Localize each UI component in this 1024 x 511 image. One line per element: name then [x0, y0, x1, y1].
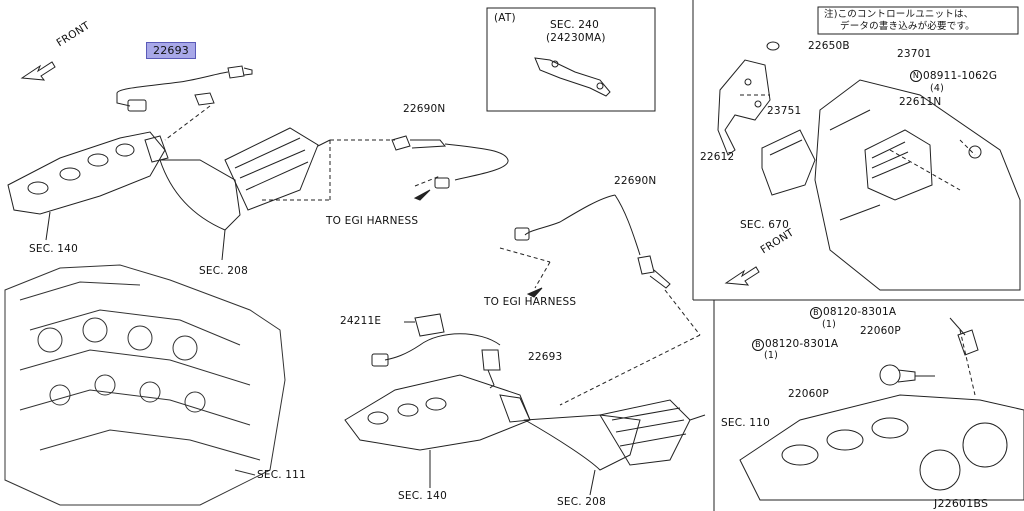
at-label: (AT) — [494, 12, 516, 24]
at-box — [486, 7, 656, 112]
bracket-22612 — [717, 59, 771, 156]
body-panel-sec670 — [814, 79, 1021, 291]
part-label-24230ma[interactable]: (24230MA) — [546, 32, 606, 44]
part-label-22612[interactable]: 22612 — [700, 151, 735, 163]
sensor-22690n-middle — [391, 135, 509, 189]
sec-111-label[interactable]: SEC. 111 — [257, 469, 306, 481]
part-label-22690n-middle[interactable]: 22690N — [403, 103, 446, 115]
ecm-23751 — [761, 129, 816, 196]
part-label-08120-8301a-upper[interactable]: 08120-8301A — [823, 306, 897, 318]
bolt-symbol-icon-a: B — [810, 307, 822, 319]
part-qty-08911: (4) — [930, 83, 945, 94]
front-arrow-left-icon — [20, 61, 56, 81]
diagram-id-label: J22601BS — [934, 497, 989, 510]
exhaust-manifold-top — [7, 127, 331, 261]
nut-08911 — [968, 145, 982, 159]
exhaust-manifold-bottom — [344, 374, 706, 496]
bracket-24211e — [404, 313, 445, 337]
sec-110-label[interactable]: SEC. 110 — [721, 417, 770, 429]
part-label-23701[interactable]: 23701 — [897, 48, 932, 60]
arrow-to-egi-1-icon — [413, 189, 431, 201]
sensor-22060p-upper — [949, 317, 979, 356]
arrow-to-egi-2-icon — [526, 287, 543, 298]
nut-symbol-icon: N — [910, 70, 922, 82]
part-label-22611n[interactable]: 22611N — [899, 96, 942, 108]
sec-670-label[interactable]: SEC. 670 — [740, 219, 789, 231]
sec-240-label[interactable]: SEC. 240 — [550, 19, 599, 31]
bolt-symbol-icon-b: B — [752, 339, 764, 351]
part-label-08911-1062g[interactable]: 08911-1062G — [923, 70, 998, 82]
part-label-22060p-lower[interactable]: 22060P — [788, 388, 829, 400]
cylinder-block-sec110 — [739, 394, 1024, 501]
part-label-22060p-upper[interactable]: 22060P — [860, 325, 901, 337]
sensor-22690n-right — [514, 194, 671, 289]
part-qty-08120-upper: (1) — [822, 319, 837, 330]
to-egi-harness-label-1: TO EGI HARNESS — [326, 215, 419, 227]
bracket-24230ma — [534, 57, 611, 97]
leader-lines — [262, 94, 976, 406]
sec-140-label-top[interactable]: SEC. 140 — [29, 243, 78, 255]
front-arrow-right-icon — [724, 266, 760, 286]
part-label-22693-bottom[interactable]: 22693 — [528, 351, 563, 363]
sensor-22693-top — [116, 65, 253, 112]
part-qty-08120-lower: (1) — [764, 350, 779, 361]
to-egi-harness-label-2: TO EGI HARNESS — [484, 296, 577, 308]
part-label-08120-8301a-lower[interactable]: 08120-8301A — [765, 338, 839, 350]
jp-note-box — [817, 6, 1019, 35]
part-label-22650b[interactable]: 22650B — [808, 40, 850, 52]
part-label-23751[interactable]: 23751 — [767, 105, 802, 117]
sensor-22060p-lower — [879, 364, 935, 386]
jp-note-line-1: 注)このコントロールユニットは、 — [824, 9, 974, 20]
sensor-22693-bottom — [371, 333, 501, 389]
part-label-22690n-right[interactable]: 22690N — [614, 175, 657, 187]
module-22611n — [864, 129, 933, 201]
clip-22650b — [766, 41, 780, 51]
jp-note-line-2: データの書き込みが必要です。 — [840, 21, 975, 32]
sec-208-label-bottom[interactable]: SEC. 208 — [557, 496, 606, 508]
part-label-24211e[interactable]: 24211E — [340, 315, 382, 327]
sec-140-label-bottom[interactable]: SEC. 140 — [398, 490, 447, 502]
engine-block-left — [4, 264, 286, 506]
part-label-22693-highlighted[interactable]: 22693 — [146, 42, 196, 59]
sec-208-label-top[interactable]: SEC. 208 — [199, 265, 248, 277]
